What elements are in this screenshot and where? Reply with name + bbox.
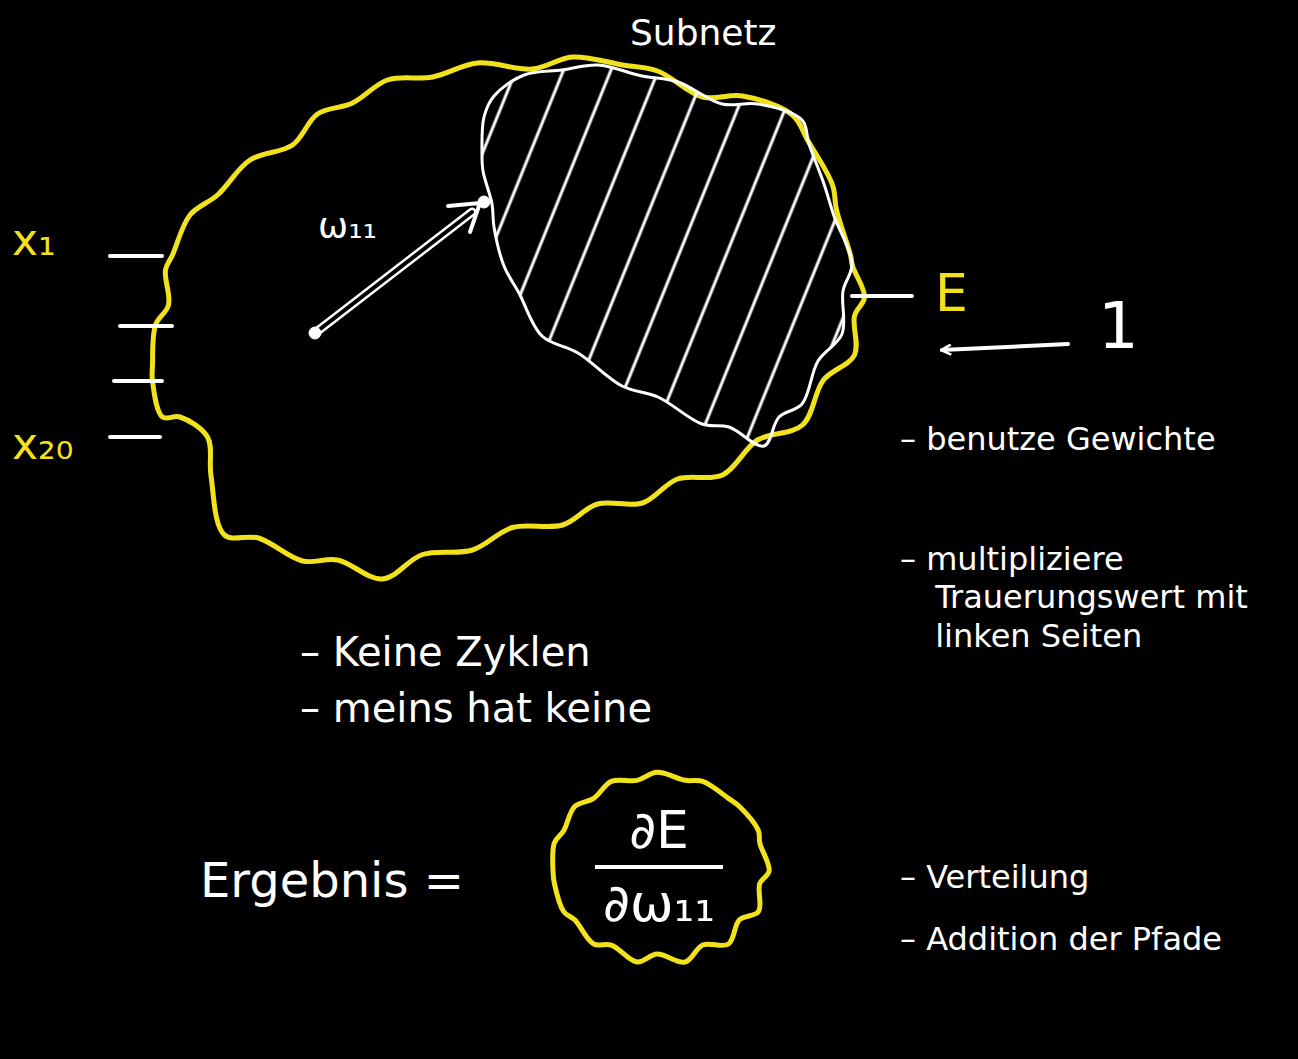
- note: – multipliziere Trauerungswert mit linke…: [900, 540, 1295, 655]
- fraction: ∂E ∂ω₁₁: [595, 802, 723, 932]
- result-outline: [553, 772, 770, 962]
- note: – benutze Gewichte: [900, 420, 1295, 458]
- network-outline: [152, 57, 864, 579]
- input-tick: [114, 379, 162, 383]
- note: – Addition der Pfade: [900, 920, 1295, 958]
- result-label: Ergebnis =: [200, 852, 464, 910]
- cloud-shape: [470, 8, 870, 460]
- arrow-head: [448, 203, 480, 232]
- arrow-start-dot: [309, 327, 321, 339]
- numerator: ∂E: [621, 802, 697, 859]
- subnet-outline: [482, 65, 852, 446]
- seed-value: 1: [1098, 288, 1139, 365]
- input-label: x₂₀: [12, 418, 73, 471]
- input-ticks: [110, 256, 172, 437]
- input-tick: [110, 435, 160, 439]
- weight-arrow: [309, 196, 490, 339]
- input-tick: [110, 254, 162, 258]
- weight-dot: [478, 196, 490, 208]
- result-cloud: ∂E ∂ω₁₁: [545, 768, 773, 966]
- output-label: E: [935, 262, 968, 324]
- gradient-arrow: [942, 344, 1068, 350]
- note: – Verteilung: [900, 858, 1295, 896]
- input-label: x₁: [12, 214, 56, 267]
- subnet-cloud: Subnetz: [470, 8, 870, 460]
- subnet-title: Subnetz: [630, 12, 777, 53]
- denominator: ∂ω₁₁: [595, 875, 723, 932]
- output-line: [852, 294, 912, 298]
- input-tick: [120, 324, 172, 328]
- network-cloud: [152, 57, 864, 579]
- weight-label: ω₁₁: [318, 204, 377, 247]
- note: – Keine Zyklen: [300, 628, 591, 676]
- note: – meins hat keine: [300, 684, 652, 732]
- fraction-bar: [595, 865, 723, 869]
